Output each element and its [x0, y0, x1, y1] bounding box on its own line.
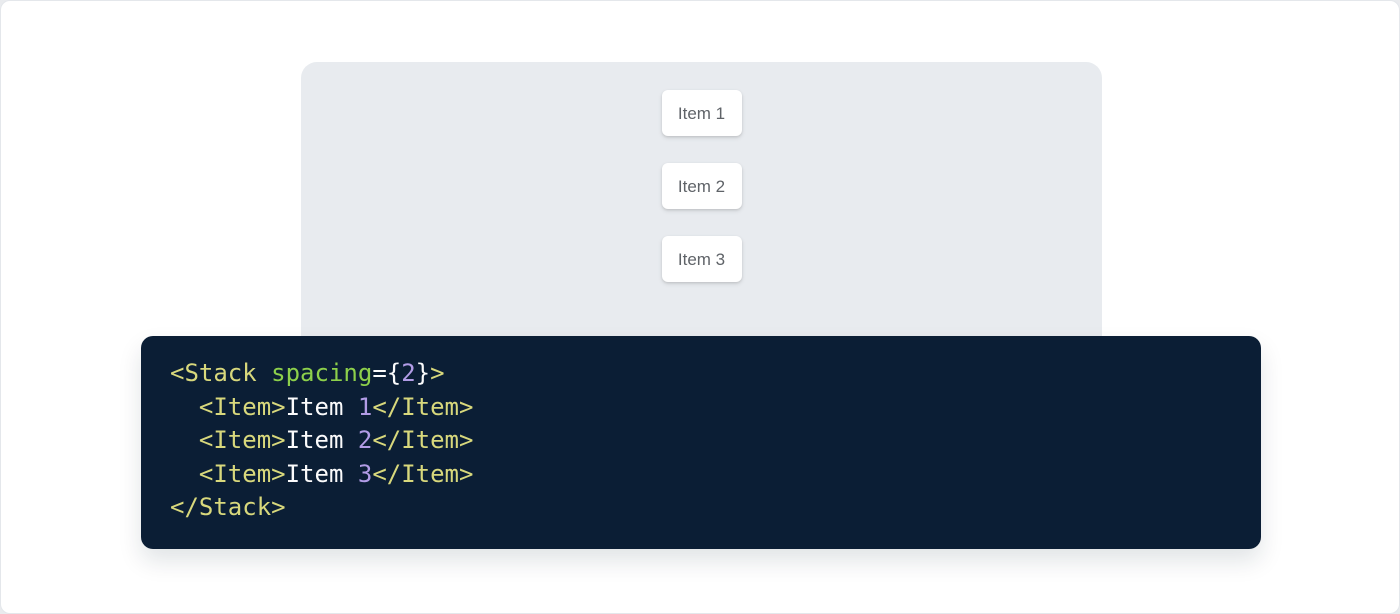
stack-item-card: Item 1 [661, 90, 742, 136]
code-token-number: 1 [357, 392, 373, 421]
code-token-tag: </Stack> [170, 493, 286, 521]
code-token-plain: = [372, 359, 387, 387]
code-token-tag: </Item> [372, 392, 474, 421]
stack-item-card: Item 2 [661, 163, 742, 209]
code-token-plain: Item [285, 459, 358, 488]
code-token-plain: } [415, 359, 431, 387]
code-token-plain [170, 460, 199, 488]
code-content: <Stack spacing={2}> <Item>Item 1</Item> … [170, 357, 1232, 525]
code-token-number: 3 [357, 459, 373, 488]
code-token-tag: <Item> [198, 392, 286, 421]
code-token-tag: <Stack [170, 359, 272, 387]
code-token-tag: > [430, 359, 445, 387]
code-line: </Stack> [170, 491, 1232, 525]
code-token-tag: </Item> [372, 459, 474, 488]
code-snippet-block: <Stack spacing={2}> <Item>Item 1</Item> … [141, 336, 1261, 549]
code-token-tag: </Item> [372, 426, 474, 454]
code-token-tag: <Item> [198, 459, 286, 488]
code-token-plain: Item [285, 392, 358, 421]
code-token-plain [170, 393, 199, 421]
code-token-plain: { [386, 359, 402, 387]
code-token-plain: Item [285, 426, 358, 454]
stack-item-card: Item 3 [661, 236, 742, 282]
code-token-plain [170, 426, 199, 454]
code-token-number: 2 [357, 426, 373, 454]
demo-preview-panel: Item 1 Item 2 Item 3 [301, 62, 1102, 362]
code-line: <Item>Item 2</Item> [170, 424, 1232, 458]
code-line: <Stack spacing={2}> [170, 357, 1232, 391]
code-line: <Item>Item 1</Item> [170, 391, 1232, 425]
code-token-number: 2 [401, 359, 416, 387]
code-token-tag: <Item> [198, 426, 286, 454]
stack-demo-column: Item 1 Item 2 Item 3 [301, 90, 1102, 282]
code-line: <Item>Item 3</Item> [170, 458, 1232, 492]
code-token-attr: spacing [271, 359, 373, 387]
